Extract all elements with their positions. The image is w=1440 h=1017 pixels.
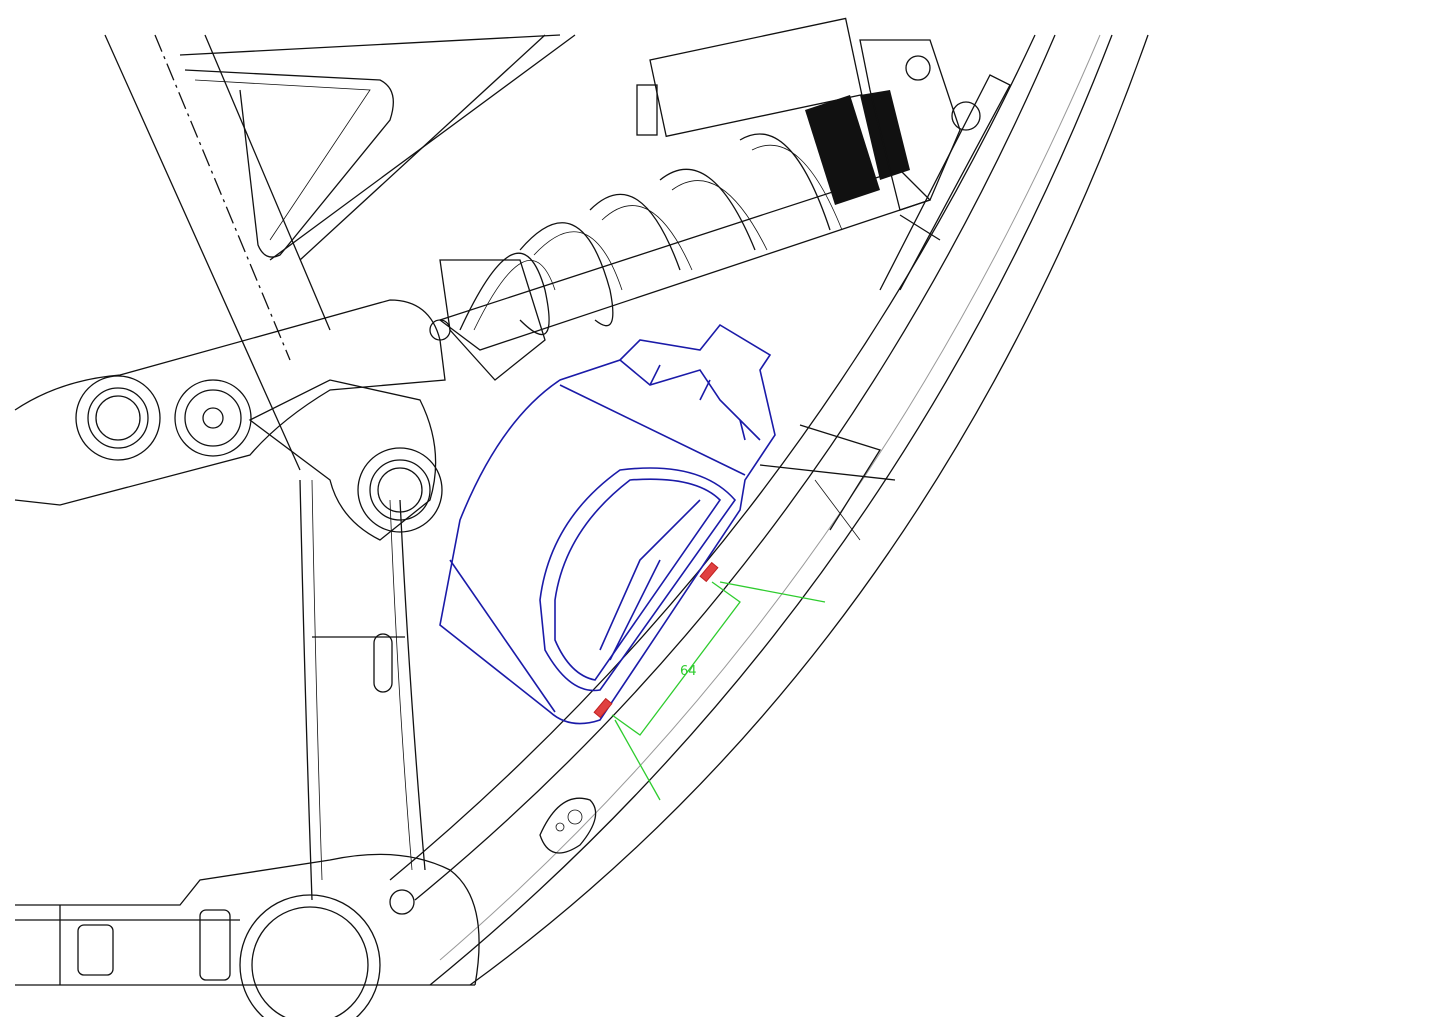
rocker-link (14, 299, 451, 541)
shock-spring (459, 133, 843, 336)
water-bottle (439, 323, 776, 725)
bottle-mount-bolts (593, 561, 719, 719)
vertical-tube (299, 479, 426, 901)
down-tube (389, 34, 1149, 986)
bolt-spacing-dimension: 64 (611, 581, 826, 801)
dimension-label: 64 (680, 664, 697, 679)
bottom-bracket (15, 853, 480, 1017)
rear-shock (438, 17, 1011, 381)
seat-tube (104, 34, 576, 471)
